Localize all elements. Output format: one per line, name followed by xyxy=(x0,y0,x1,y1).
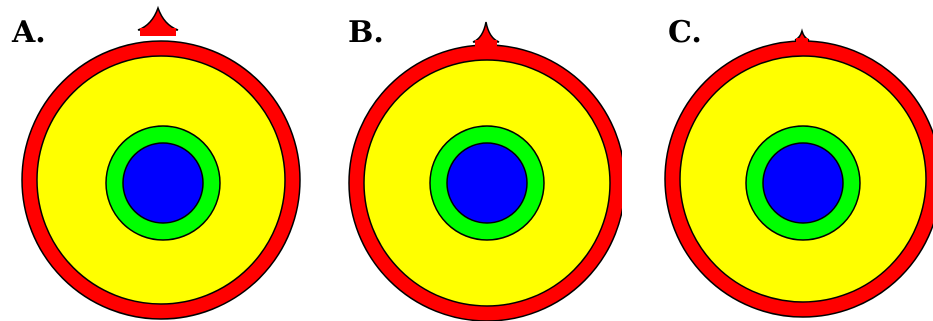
panel-a: A. xyxy=(0,0,311,321)
panel-b-outer-layer-peak xyxy=(472,21,500,43)
panel-b-core xyxy=(446,142,528,224)
panel-c: C. xyxy=(622,0,933,321)
panel-b-drawing xyxy=(348,21,622,321)
panel-a-drawing xyxy=(21,5,301,320)
panel-a-core xyxy=(122,142,204,224)
panel-a-peak-join xyxy=(140,28,176,36)
panel-b: B. xyxy=(311,0,622,321)
panel-b-label: B. xyxy=(348,15,384,50)
panel-c-drawing xyxy=(664,28,933,318)
panel-c-label: C. xyxy=(668,15,702,50)
panel-b-peak-join xyxy=(475,40,497,48)
panel-a-outer-layer xyxy=(137,5,179,31)
panel-a-label: A. xyxy=(12,15,46,50)
panel-c-peak-join xyxy=(796,38,808,44)
panel-c-core xyxy=(762,142,844,224)
